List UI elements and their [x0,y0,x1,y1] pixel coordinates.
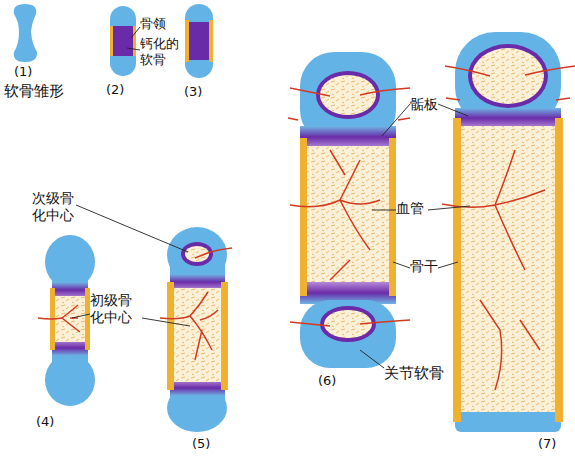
stage-number: (7) [538,436,568,452]
part-label: 骨干 [410,258,450,275]
stage-number: (3) [184,84,214,100]
part-label: 血管 [396,200,436,217]
bone-stage-5 [160,227,232,432]
part-label: 骺板 [410,96,450,113]
bone-stage-3 [185,4,213,78]
bone-stage-2 [110,6,136,76]
bone-stage-6 [288,52,410,368]
part-label: 软骨雏形 [4,82,84,100]
stage-number: (2) [106,82,136,98]
part-label: 骨领 [140,16,180,32]
bone-stage-7 [442,32,575,432]
part-label: 关节软骨 [384,364,464,382]
leader-lines [72,27,470,368]
bone-stage-4 [38,235,95,406]
stage-number: (5) [192,436,222,452]
part-label: 次级骨化中心 [32,190,78,224]
stage-number: (6) [318,373,348,389]
cartilage-model [14,4,37,62]
part-label: 初级骨化中心 [90,292,144,326]
stage-number: (1) [14,64,44,80]
stage-number: (4) [36,414,66,430]
part-label: 钙化的软骨 [140,36,184,67]
